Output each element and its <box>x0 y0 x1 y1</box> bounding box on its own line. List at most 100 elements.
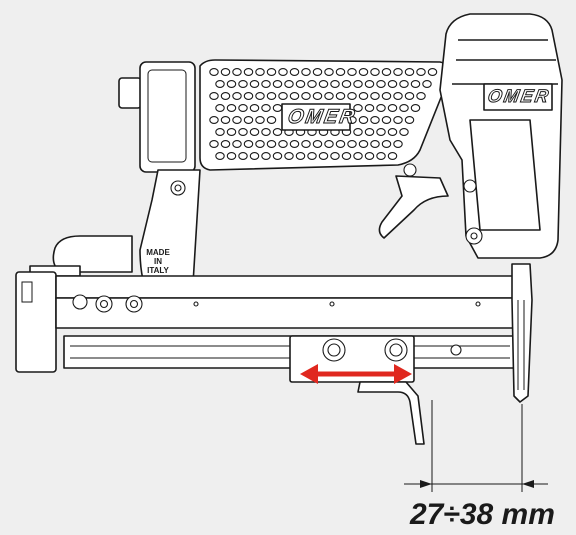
grip-dot <box>370 140 380 148</box>
grip-dot <box>261 128 271 136</box>
grip-dot <box>404 116 415 124</box>
grip-dot <box>381 116 392 124</box>
grip-dot <box>272 80 283 88</box>
grip-dot <box>284 152 294 160</box>
grip-dot <box>347 140 357 148</box>
nose-tip <box>511 263 533 403</box>
grip-logo-plate <box>281 103 351 131</box>
grip-dot <box>422 80 432 88</box>
grip-dot <box>266 68 277 76</box>
grip-dot <box>341 152 352 160</box>
grip-dot <box>249 104 260 112</box>
grip-dot <box>381 92 392 100</box>
grip-dot <box>341 80 352 88</box>
grip-dot <box>215 80 225 88</box>
grip-dot <box>226 104 237 112</box>
grip-dot <box>393 92 403 100</box>
grip-dot <box>301 92 311 100</box>
head-housing <box>403 13 563 259</box>
grip-dot <box>399 104 409 112</box>
grip-dot <box>278 92 288 100</box>
grip-dot <box>393 68 403 76</box>
grip-dot <box>307 152 317 160</box>
grip-dot <box>255 68 265 76</box>
grip-dot <box>312 68 323 76</box>
grip-dot <box>318 80 329 88</box>
grip-dot <box>266 92 277 100</box>
grip-dot <box>301 68 311 76</box>
grip-dot <box>393 116 403 124</box>
grip-dot <box>243 68 254 76</box>
grip-dot <box>220 140 231 148</box>
grip-dot <box>399 80 409 88</box>
grip-dot <box>301 140 311 148</box>
grip-dot <box>261 152 271 160</box>
rear-bracket <box>29 169 201 301</box>
adjust-arrow <box>300 364 412 384</box>
grip-dot <box>358 92 369 100</box>
grip-dot <box>364 128 375 136</box>
grip-dot <box>289 140 300 148</box>
grip-dot <box>289 68 300 76</box>
grip-dot <box>370 68 380 76</box>
grip-dot <box>209 116 219 124</box>
grip-dot <box>353 128 363 136</box>
grip-dot <box>226 80 237 88</box>
grip-dot <box>238 128 248 136</box>
dimension-marker <box>404 400 548 492</box>
grip-dot <box>358 116 369 124</box>
grip-dot <box>353 80 363 88</box>
grip-dot <box>232 116 242 124</box>
grip-dot <box>226 128 237 136</box>
grip-dot <box>376 128 386 136</box>
grip-dot <box>376 80 386 88</box>
grip-dot <box>272 152 283 160</box>
grip-dot <box>209 92 219 100</box>
grip-dot <box>358 140 369 148</box>
grip-dot <box>261 104 271 112</box>
grip-dot <box>404 68 415 76</box>
grip-dot <box>404 92 415 100</box>
grip-dot <box>330 80 340 88</box>
grip-dot <box>238 104 248 112</box>
grip-dot <box>364 80 375 88</box>
rear-end-cap <box>118 61 196 173</box>
depth-adjust-slider <box>289 335 425 445</box>
brand-logo-head: OMER <box>486 86 553 107</box>
grip-dot <box>370 92 380 100</box>
grip-dot <box>416 68 426 76</box>
grip-texture <box>209 68 438 160</box>
grip-dot <box>209 140 219 148</box>
grip-dot <box>393 140 403 148</box>
made-in-italy-stamp: MADE IN ITALY <box>138 248 178 275</box>
grip-dot <box>364 152 375 160</box>
grip-dot <box>295 152 306 160</box>
grip-dot <box>370 116 380 124</box>
dimension-label: 27÷38 mm <box>410 498 555 531</box>
grip-dot <box>410 80 421 88</box>
grip-dot <box>427 68 438 76</box>
grip-dot <box>238 152 248 160</box>
grip-dot <box>312 92 323 100</box>
grip-dot <box>335 68 346 76</box>
grip-dot <box>243 116 254 124</box>
grip-dot <box>387 128 398 136</box>
grip-dot <box>278 68 288 76</box>
grip-dot <box>220 68 231 76</box>
grip-dot <box>387 80 398 88</box>
made-line: MADE <box>146 248 170 257</box>
grip-dot <box>232 140 242 148</box>
grip-dot <box>232 68 242 76</box>
grip-dot <box>381 140 392 148</box>
grip-dot <box>249 152 260 160</box>
grip-dot <box>358 68 369 76</box>
grip-dot <box>220 116 231 124</box>
grip-dot <box>272 104 283 112</box>
grip-dot <box>249 128 260 136</box>
grip-dot <box>255 116 265 124</box>
grip-dot <box>324 68 334 76</box>
grip-dot <box>416 92 426 100</box>
grip-dot <box>272 128 283 136</box>
grip-dot <box>410 104 421 112</box>
grip-dot <box>364 104 375 112</box>
